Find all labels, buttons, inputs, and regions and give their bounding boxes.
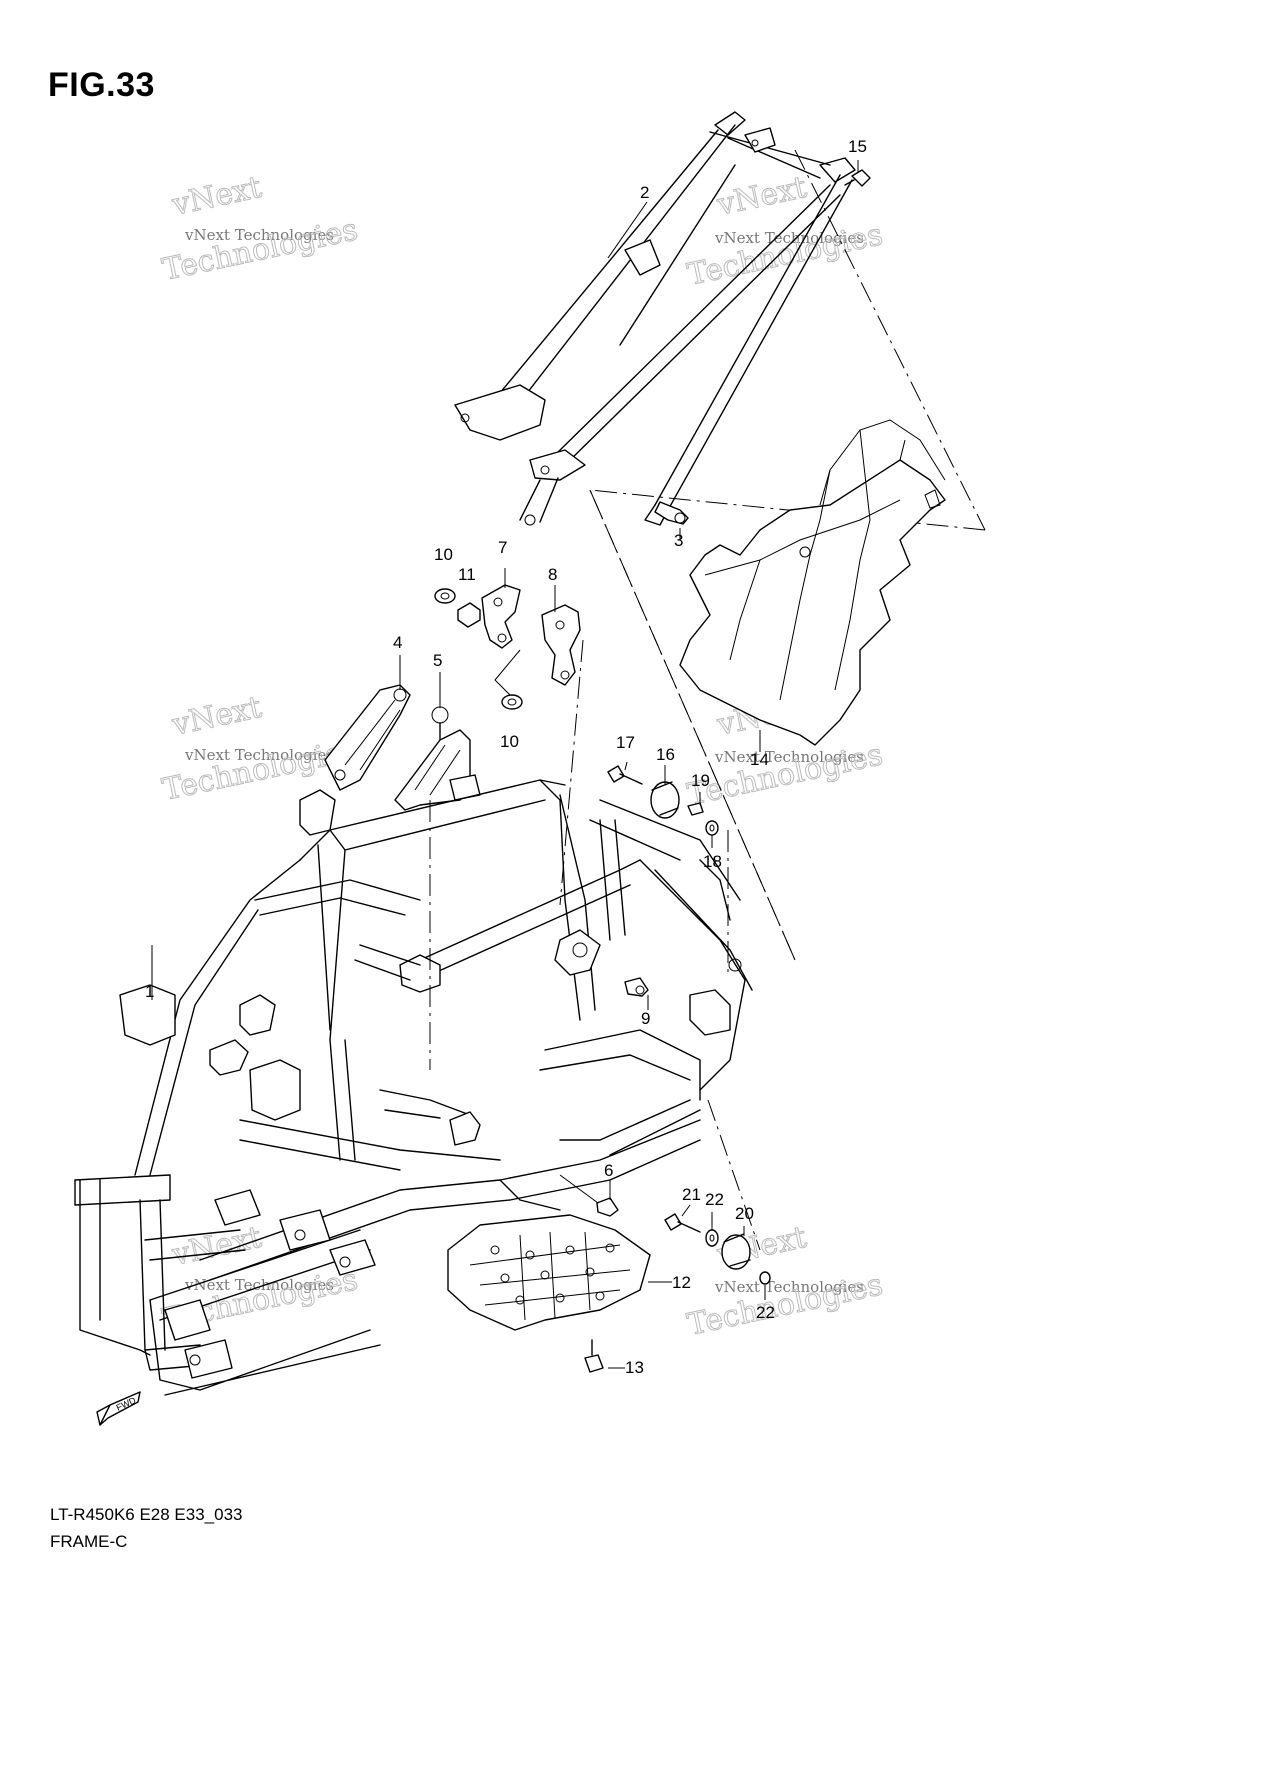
callout-label: 4 — [393, 633, 402, 652]
svg-text:vNext Technologies: vNext Technologies — [714, 748, 864, 766]
callout-label: 21 — [682, 1185, 701, 1204]
callout-label: 18 — [703, 852, 722, 871]
callout-leaders — [151, 160, 859, 1369]
bracket-part-8 — [541, 604, 581, 686]
bolt-part-13 — [584, 1339, 604, 1373]
watermark: vNext vNext Technologies Technologies — [684, 169, 886, 293]
bracket-part-7 — [481, 584, 521, 649]
sleeve-part-19 — [687, 802, 704, 816]
callout-label: 10 — [500, 732, 519, 751]
bushing-part-16 — [650, 781, 680, 819]
forward-arrow-icon: FWD — [96, 1391, 141, 1426]
engine-mount-part-5 — [394, 706, 481, 811]
figure-title: FIG.33 — [48, 66, 155, 104]
footrest-part-12 — [447, 1214, 651, 1331]
svg-text:vNext: vNext — [168, 1220, 264, 1273]
callout-label: 14 — [750, 750, 769, 769]
callout-label: 8 — [548, 565, 557, 584]
svg-text:vNext: vNext — [168, 170, 264, 223]
callout-label: 20 — [735, 1204, 754, 1223]
bolt-part-3 — [654, 501, 689, 525]
svg-text:vNext Technologies: vNext Technologies — [714, 1278, 864, 1296]
svg-text:vNext: vNext — [168, 690, 264, 743]
svg-text:vNext Technologies: vNext Technologies — [184, 226, 334, 244]
callout-label: 16 — [656, 745, 675, 764]
callout-label: 22 — [705, 1190, 724, 1209]
rear-cover-part-14 — [679, 419, 946, 746]
callout-label: 11 — [458, 565, 476, 584]
engine-mount-part-4 — [324, 684, 411, 791]
callout-label: 10 — [434, 545, 453, 564]
callout-label: 15 — [848, 137, 867, 156]
bushing-part-20 — [721, 1233, 751, 1270]
washer-part-22-upper — [705, 1229, 719, 1247]
model-code: LT-R450K6 E28 E33_033 — [50, 1505, 243, 1524]
washer-part-18 — [705, 820, 719, 836]
svg-text:vNext Technologies: vNext Technologies — [184, 746, 334, 764]
main-frame-part-1 — [74, 779, 753, 1396]
callout-label: 12 — [672, 1273, 691, 1292]
svg-text:vNext: vNext — [713, 170, 809, 223]
collar-part-11 — [457, 602, 481, 628]
washer-part-10-lower — [501, 694, 523, 710]
callout-label: 1 — [145, 982, 154, 1001]
callout-label: 3 — [674, 531, 683, 550]
callout-label: 13 — [625, 1358, 644, 1377]
washer-part-10-upper — [434, 588, 456, 604]
callout-label: 2 — [640, 183, 649, 202]
rear-subframe-part-2 — [454, 111, 856, 526]
callout-numbers: 1 2 3 4 5 6 7 8 9 10 10 11 12 13 14 15 1… — [145, 137, 867, 1377]
callout-label: 19 — [691, 771, 710, 790]
bolt-part-17 — [607, 765, 643, 785]
watermark: vNext vNext Technologies Technologies — [159, 169, 361, 288]
bolt-part-21 — [664, 1213, 701, 1233]
callout-label: 6 — [604, 1161, 613, 1180]
callout-label: 5 — [433, 651, 442, 670]
callout-label: 17 — [616, 733, 635, 752]
bolt-part-15 — [844, 169, 871, 187]
washer-part-22-lower — [759, 1271, 771, 1285]
bolt-part-6 — [559, 1174, 619, 1217]
svg-text:vNext Technologies: vNext Technologies — [714, 229, 864, 247]
svg-text:vNext Technologies: vNext Technologies — [184, 1276, 334, 1294]
svg-text:Technologies: Technologies — [159, 212, 360, 288]
section-name: FRAME-C — [50, 1532, 128, 1551]
callout-label: 7 — [498, 538, 507, 557]
callout-label: 22 — [756, 1303, 775, 1322]
bolt-part-9 — [624, 977, 649, 997]
callout-label: 9 — [641, 1009, 650, 1028]
watermark: vNext vNext Technologies Technologies — [159, 689, 361, 808]
